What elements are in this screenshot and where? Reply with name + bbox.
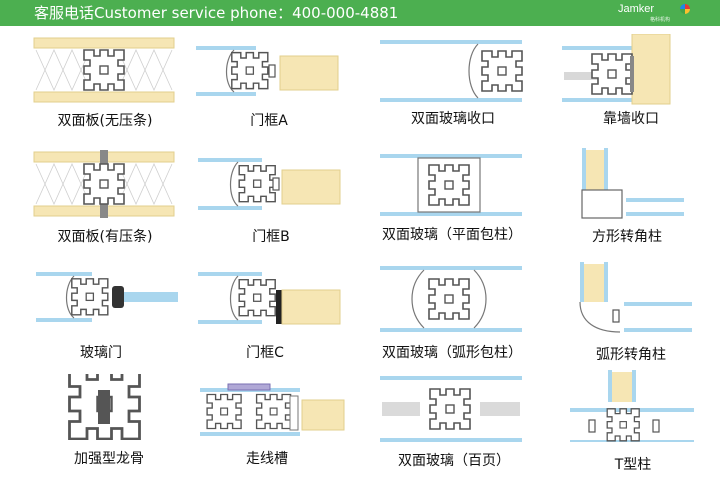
diagram-arc-corner-column: 弧形转角柱 bbox=[576, 262, 696, 363]
brand-logo-icon bbox=[680, 4, 690, 14]
diagram-glass-door: 玻璃门 bbox=[34, 268, 184, 361]
item-label: 方形转角柱 bbox=[592, 229, 662, 245]
phone-banner: 客服电话Customer service phone：400-000-4881 bbox=[34, 4, 399, 22]
wall-closing-drawing bbox=[562, 34, 671, 105]
item-label: 靠墙收口 bbox=[603, 111, 659, 127]
item-label: 双面玻璃（百页） bbox=[398, 453, 510, 469]
item-label: 双面玻璃（平面包柱） bbox=[382, 227, 522, 243]
item-label: 双面玻璃收口 bbox=[411, 111, 495, 127]
item-label: 门框A bbox=[250, 113, 288, 129]
reinforced-keel-drawing bbox=[68, 374, 141, 440]
item-label: 双面玻璃（弧形包柱） bbox=[382, 345, 522, 361]
brand-subtitle: 格科机构 bbox=[650, 17, 671, 23]
diagram-double-panel-no-strip: 双面板(无压条) bbox=[30, 34, 180, 129]
panel-no-strip-drawing bbox=[33, 37, 175, 103]
diagram-t-column: T型柱 bbox=[568, 370, 698, 473]
arc-corner-column-drawing bbox=[579, 262, 692, 333]
item-label: 门框B bbox=[252, 229, 290, 245]
diagram-double-glass-arc-column: 双面玻璃（弧形包柱） bbox=[378, 264, 528, 361]
diagram-double-panel-with-strip: 双面板(有压条) bbox=[30, 148, 180, 245]
diagram-door-frame-a: 门框A bbox=[194, 40, 344, 129]
header-bar: 客服电话Customer service phone：400-000-4881 … bbox=[0, 0, 720, 26]
diagram-door-frame-b: 门框B bbox=[196, 154, 346, 245]
diagram-double-glass-louver: 双面玻璃（百页） bbox=[378, 374, 528, 469]
item-label: T型柱 bbox=[614, 457, 652, 473]
item-label: 弧形转角柱 bbox=[596, 347, 666, 363]
diagram-reinforced-keel: 加强型龙骨 bbox=[34, 374, 184, 467]
item-label: 加强型龙骨 bbox=[74, 451, 144, 467]
double-glass-louver-drawing bbox=[380, 376, 522, 442]
item-label: 玻璃门 bbox=[80, 345, 122, 361]
cable-trough-drawing bbox=[200, 383, 345, 436]
diagram-double-glass-flat-column: 双面玻璃（平面包柱） bbox=[378, 150, 528, 243]
diagram-double-glass-closing: 双面玻璃收口 bbox=[378, 36, 528, 127]
double-glass-flat-column-drawing bbox=[380, 154, 522, 216]
door-frame-b-drawing bbox=[198, 158, 341, 210]
diagram-square-corner-column: 方形转角柱 bbox=[568, 148, 688, 245]
item-label: 门框C bbox=[246, 345, 284, 361]
brand-logo: Jamker bbox=[618, 3, 655, 15]
double-glass-closing-drawing bbox=[380, 40, 523, 102]
item-label: 走线槽 bbox=[246, 451, 288, 467]
diagram-wall-closing: 靠墙收口 bbox=[556, 34, 706, 127]
panel-with-strip-drawing bbox=[33, 150, 175, 218]
square-corner-column-drawing bbox=[581, 148, 684, 219]
diagram-door-frame-c: 门框C bbox=[196, 268, 346, 361]
glass-door-drawing bbox=[36, 272, 178, 322]
door-frame-c-drawing bbox=[198, 272, 341, 325]
diagram-cable-trough: 走线槽 bbox=[198, 382, 348, 467]
item-label: 双面板(无压条) bbox=[57, 113, 153, 129]
door-frame-a-drawing bbox=[196, 46, 339, 96]
t-column-drawing bbox=[570, 370, 694, 442]
item-label: 双面板(有压条) bbox=[57, 229, 153, 245]
double-glass-arc-column-drawing bbox=[380, 266, 522, 332]
